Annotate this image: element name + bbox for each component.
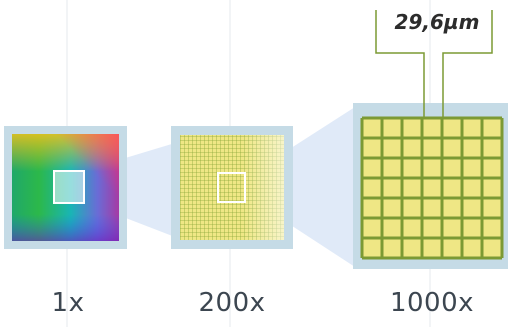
zoom-region-1x [53, 170, 85, 204]
pixel-grid [360, 116, 504, 260]
measurement-bracket [375, 10, 493, 118]
connector-200x-1000x [244, 107, 355, 267]
zoom-label-200x: 200x [198, 288, 266, 318]
panel-1000x [353, 103, 508, 269]
zoom-label-1000x: 1000x [389, 288, 475, 318]
panel-200x [171, 126, 293, 249]
measurement-label: 29,6µm [394, 10, 480, 34]
panel-1x [4, 126, 127, 249]
zoom-region-200x [217, 172, 246, 203]
zoom-label-1x: 1x [51, 288, 85, 318]
